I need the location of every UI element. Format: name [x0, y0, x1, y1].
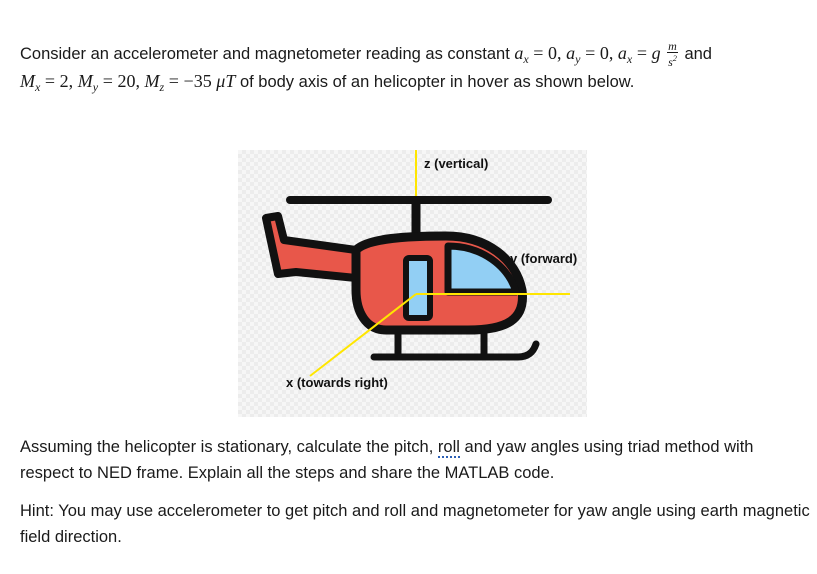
- door-window: [403, 255, 433, 321]
- x-axis-line: [309, 293, 417, 377]
- mx-value: 2: [59, 71, 69, 92]
- hint-text: Hint: You may use accelerometer to get p…: [20, 502, 810, 546]
- mag-unit: μT: [216, 71, 236, 92]
- helicopter-illustration: [262, 150, 570, 377]
- az-value: g: [651, 43, 661, 63]
- and-word: and: [684, 45, 712, 63]
- question-paragraph: Assuming the helicopter is stationary, c…: [20, 434, 810, 486]
- my-value: 20: [117, 71, 136, 92]
- question-part2: and yaw angles using triad method with r…: [20, 438, 754, 482]
- mz-value: −35: [183, 71, 212, 92]
- helicopter-figure: z (vertical) y (forward) x (towards righ…: [238, 150, 587, 417]
- windshield: [444, 242, 520, 296]
- y-axis-label: y (forward): [510, 251, 578, 266]
- z-axis-label: z (vertical): [424, 156, 489, 171]
- intro-text: Consider an accelerometer and magnetomet…: [20, 45, 510, 63]
- roll-word: roll: [437, 438, 460, 458]
- question-part1: Assuming the helicopter is stationary, c…: [20, 438, 434, 456]
- x-axis-label: x (towards right): [286, 375, 388, 390]
- ay-value: 0: [599, 43, 609, 63]
- ax-value: 0: [548, 43, 558, 63]
- intro-tail: of body axis of an helicopter in hover a…: [239, 73, 635, 92]
- tail-boom: [262, 212, 360, 282]
- landing-skid: [370, 340, 540, 361]
- hint-paragraph: Hint: You may use accelerometer to get p…: [20, 498, 810, 550]
- problem-statement: Consider an accelerometer and magnetomet…: [20, 39, 712, 95]
